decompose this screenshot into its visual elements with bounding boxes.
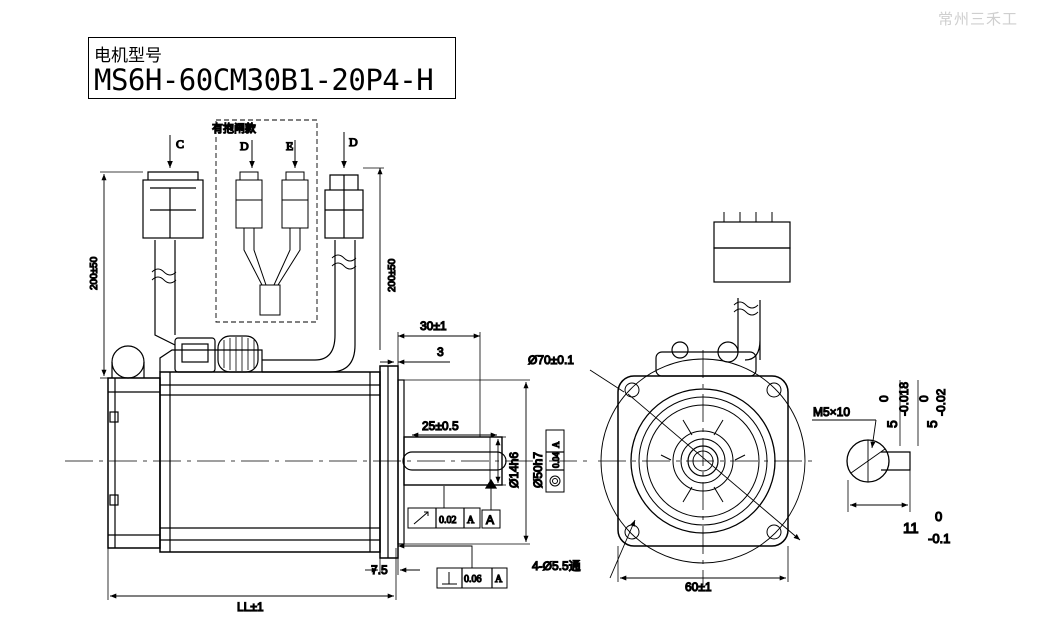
rear-cap: [107, 377, 161, 549]
dim-flange-thick: 7.5: [371, 563, 388, 577]
dim-shaft-dia: Ø14h6: [507, 452, 521, 488]
tol-perp-value: 0.06: [464, 574, 482, 585]
dim-holes: 4-Ø5.5通: [532, 559, 581, 573]
tol-runout-datum: A: [467, 515, 475, 526]
dim-key-w-up: 0: [877, 395, 891, 402]
connector-e-label: E: [286, 139, 293, 153]
dim-key-w2: 5: [924, 420, 940, 428]
tol-pilot-value: 0.04: [551, 452, 561, 468]
tol-runout-value: 0.02: [439, 515, 457, 526]
tol-perp-datum: A: [495, 574, 503, 585]
side-view: [65, 119, 590, 600]
tol-pilot-datum: A: [551, 441, 561, 448]
dim-key-h-up: 0: [935, 509, 942, 524]
dim-pilot-dia: Ø50h7: [531, 452, 545, 488]
dim-shaft-total: 30±1: [420, 319, 447, 333]
motor-body: [159, 371, 381, 553]
dim-cable-left: 200±50: [89, 256, 100, 290]
connector-d-brake-label: D: [240, 139, 249, 153]
dim-key-w2-low: -0.02: [934, 388, 948, 416]
encoder-housing: [159, 349, 263, 372]
shaft-key-detail: [812, 380, 919, 512]
dim-body-length: LL±1: [237, 600, 264, 614]
tol-datum-label: A: [486, 513, 494, 527]
connector-c-drawing: [142, 171, 204, 239]
model-label: 电机型号: [94, 46, 162, 66]
dim-thread: M5×10: [813, 405, 850, 419]
connector-c-label: C: [176, 137, 184, 151]
dim-key-w-low: -0.018: [897, 382, 911, 416]
dim-key-w: 5: [884, 420, 900, 428]
cable-encoder: [154, 240, 176, 346]
dim-key-length: 25±0.5: [422, 419, 459, 433]
brake-connectors-drawing: [235, 171, 309, 316]
dim-flange-width: 60±1: [685, 580, 712, 594]
cable-power: [262, 240, 336, 361]
connector-d-drawing: [324, 174, 364, 239]
dim-key-h-low: -0.1: [928, 531, 950, 546]
dim-bolt-circle: Ø70±0.1: [528, 353, 574, 367]
dim-cable-right: 200±50: [387, 258, 398, 292]
rear-grommet: [111, 345, 145, 379]
front-flange: [379, 365, 399, 559]
connector-d-label: D: [349, 135, 358, 149]
watermark-text: 常州三禾工: [938, 10, 1019, 28]
dim-flange-offset: 3: [437, 345, 444, 359]
model-number: MS6H-60CM30B1-20P4-H: [94, 63, 434, 97]
dim-key-w2-up: 0: [917, 395, 931, 402]
dim-key-h: 11: [903, 520, 919, 537]
brake-option-box: [215, 119, 318, 323]
bolt-circle: [600, 358, 806, 564]
model-title-box: 电机型号 MS6H-60CM30B1-20P4-H: [88, 37, 456, 99]
brake-note: 有抱闸款: [212, 121, 256, 135]
front-view: [589, 212, 812, 585]
